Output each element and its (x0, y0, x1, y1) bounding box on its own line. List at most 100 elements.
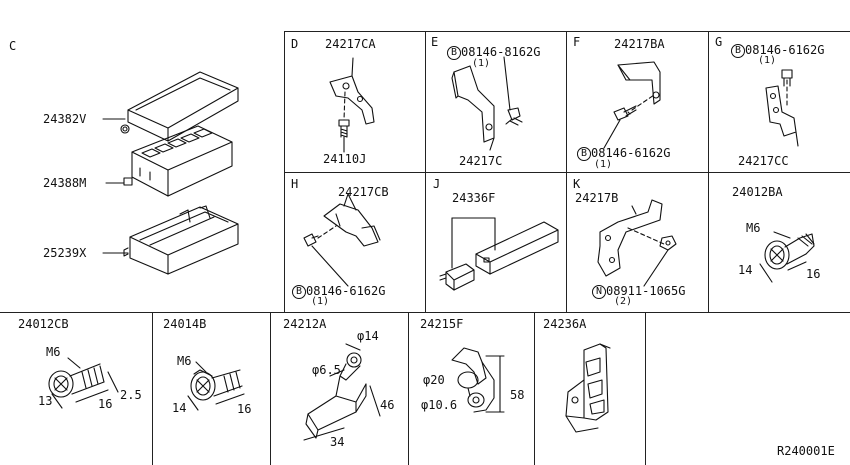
section-letter-k: K (573, 177, 581, 191)
divider-row-mid (284, 172, 850, 173)
divider-bottom-3 (408, 312, 409, 465)
dim-cb-13 (52, 394, 62, 408)
bolt-g (782, 70, 792, 86)
divider-f-g (708, 31, 709, 172)
leader-m6-cb (68, 358, 80, 368)
clip-24215f (452, 348, 494, 412)
connector-24336f (440, 222, 558, 290)
dash-line-h (318, 226, 336, 238)
dim-cb-b: 16 (98, 397, 113, 411)
section-letter-h: H (291, 177, 299, 191)
part-24217cc: 24217CC (738, 154, 789, 168)
dim-cb-a: 13 (38, 394, 53, 408)
section-letter-c: C (9, 39, 17, 53)
part-24382v: 24382V (43, 112, 87, 126)
bolt-h (304, 234, 318, 246)
bracket-24217cc (766, 86, 798, 146)
dim-212-34 (304, 428, 344, 440)
bolt-f-number: 08146-6162G (591, 146, 671, 160)
leader-e-bolt (504, 57, 510, 110)
nut-k-mark: N (592, 285, 606, 299)
bracket-24217cb (324, 194, 380, 246)
part-24236a: 24236A (543, 317, 587, 331)
part-24217ca: 24217CA (325, 37, 376, 51)
bolt-f-mark: B (577, 147, 591, 161)
divider-c-right (284, 31, 285, 312)
section-letter-f: F (573, 35, 581, 49)
dim-215-len: 58 (510, 388, 525, 402)
nut-k-qty: (2) (614, 296, 633, 307)
thread-ba: M6 (746, 221, 761, 235)
part-24012ba: 24012BA (732, 185, 783, 199)
divider-bottom-1 (152, 312, 153, 465)
dim-14b-b: 16 (237, 402, 252, 416)
dim-14b-16 (216, 394, 244, 404)
nut-k (660, 236, 676, 250)
dash-line-f (632, 95, 654, 110)
bolt-e-mark: B (447, 46, 461, 60)
dim-212-46 (370, 386, 380, 416)
part-24014b: 24014B (163, 317, 207, 331)
divider-bottom-5 (645, 312, 646, 465)
section-letter-g: G (715, 35, 723, 49)
bolt-24014b (191, 370, 242, 400)
bolt-g-number: 08146-6162G (745, 43, 825, 57)
section-letter-e: E (431, 35, 439, 49)
thread-cb: M6 (46, 345, 61, 359)
divider-bottom-4 (534, 312, 535, 465)
bolt-24012cb (49, 364, 104, 397)
dim-212-len2: 34 (330, 435, 345, 449)
bolt-h-number: 08146-6162G (306, 284, 386, 298)
part-24217b: 24217B (575, 191, 619, 205)
leader-f-bolt (604, 120, 620, 148)
leader-h-bolt (312, 246, 348, 286)
divider-row-bottom (0, 312, 850, 313)
divider-row-top (284, 31, 850, 32)
part-24336f: 24336F (452, 191, 496, 205)
fuse-box-cover-24382v (121, 72, 238, 141)
bolt-g-qty: (1) (758, 55, 777, 66)
fuse-block-24388m (124, 126, 232, 196)
dim-212-d1: φ14 (357, 329, 379, 343)
screw-24110j (339, 120, 349, 152)
bolt-e-number: 08146-8162G (461, 45, 541, 59)
thread-14b: M6 (177, 354, 192, 368)
diagram-code: R240001E (777, 444, 835, 458)
bracket-24217ca (330, 58, 374, 124)
bolt-f (614, 106, 636, 120)
dim-212-len1: 46 (380, 398, 395, 412)
clip-24212a (306, 353, 366, 438)
leader-k-nut (644, 250, 668, 286)
part-25239x: 25239X (43, 246, 87, 260)
nut-k-number: 08911-1065G (606, 284, 686, 298)
bolt-f-qty: (1) (594, 159, 613, 170)
dim-cb-16 (76, 390, 108, 402)
dim-ba-b: 16 (806, 267, 821, 281)
dim-215-d2: φ10.6 (421, 398, 458, 412)
dim-cb-25 (108, 372, 118, 392)
dim-212-14 (346, 344, 360, 350)
divider-d-e (425, 31, 426, 312)
leader-m6-ba (774, 232, 790, 238)
part-24215f: 24215F (420, 317, 464, 331)
dim-14b-a: 14 (172, 401, 187, 415)
bolt-e-qty: (1) (472, 58, 491, 69)
part-24212a: 24212A (283, 317, 327, 331)
divider-e-f (566, 31, 567, 312)
dim-212-d2: φ6.5 (312, 363, 341, 377)
fuse-holder-25239x (124, 206, 238, 274)
divider-k-ba (708, 172, 709, 312)
bolt-e (506, 108, 522, 125)
dim-215-d1: φ20 (423, 373, 445, 387)
bolt-h-mark: B (292, 285, 306, 299)
part-24217ba: 24217BA (614, 37, 665, 51)
dim-ba-a: 14 (738, 263, 753, 277)
divider-bottom-2 (270, 312, 271, 465)
bracket-24217c (452, 66, 494, 150)
section-letter-d: D (291, 37, 299, 51)
bracket-24217ba (618, 62, 660, 104)
dash-line-d (344, 92, 345, 120)
section-letter-j: J (433, 177, 441, 191)
